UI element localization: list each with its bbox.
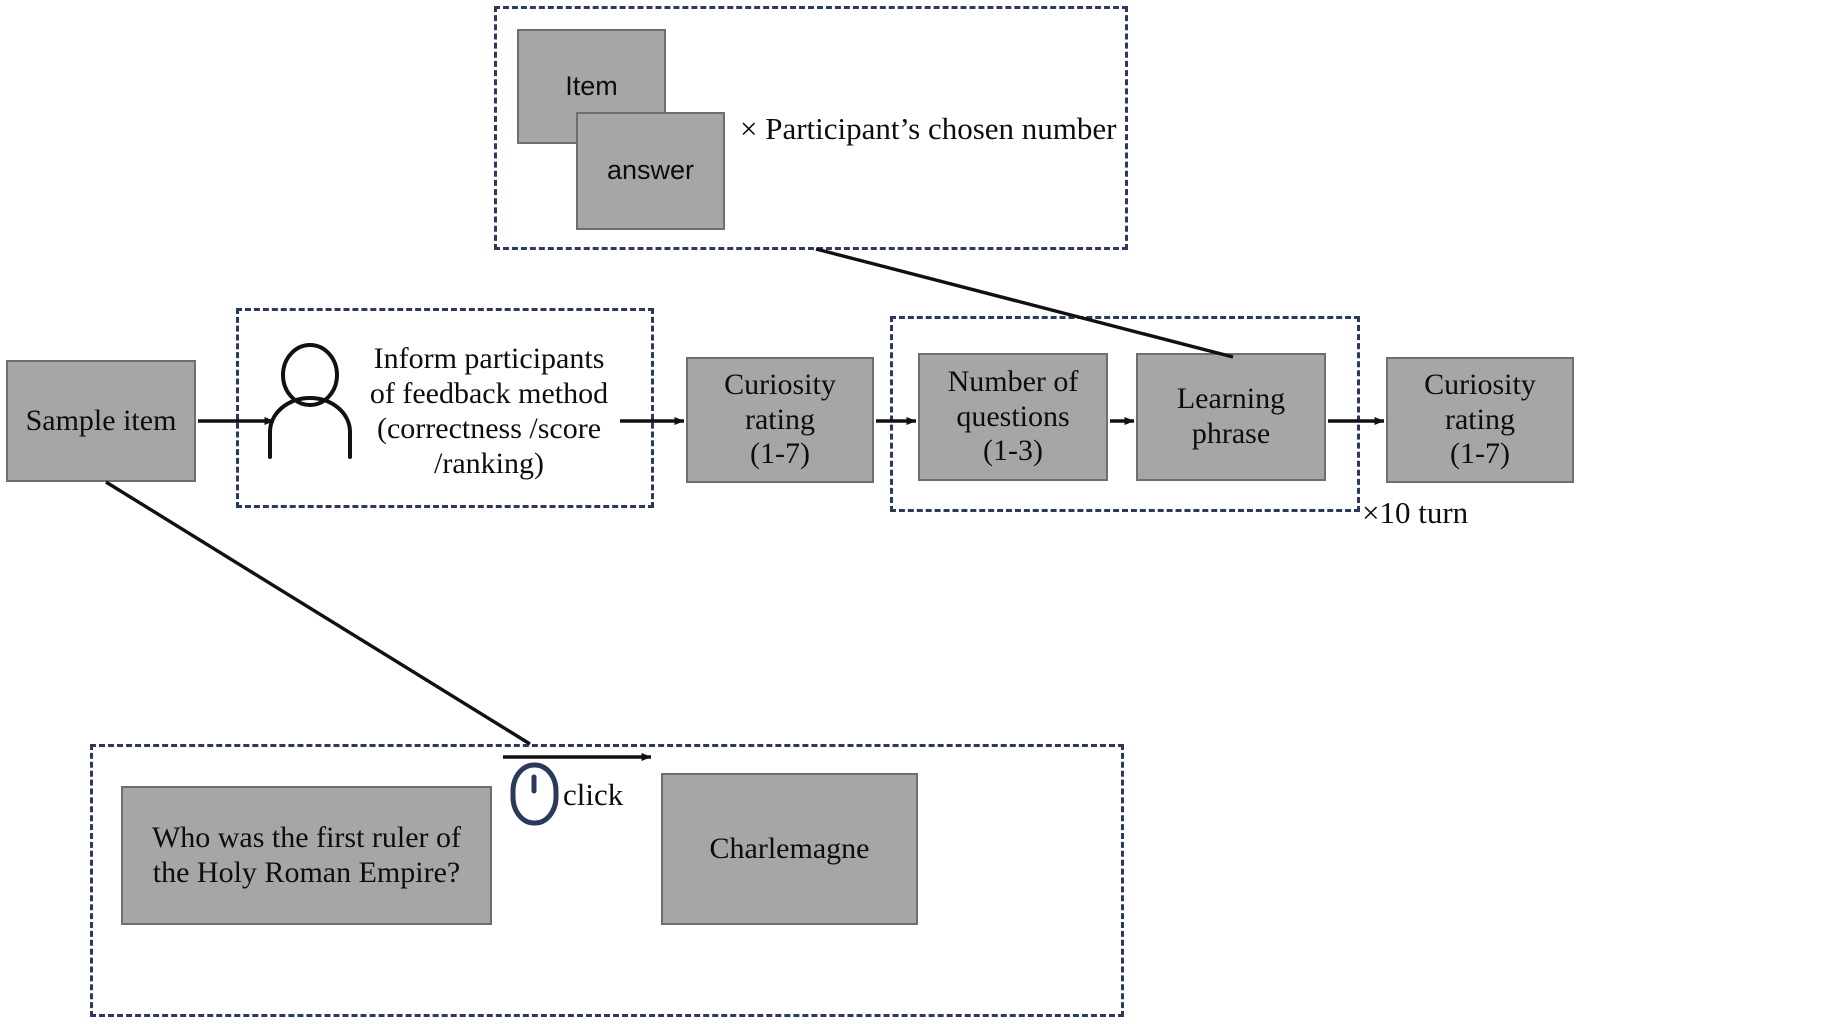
answer-result-label: Charlemagne xyxy=(709,831,870,865)
answer-result-box: Charlemagne xyxy=(661,773,918,925)
inform-feedback-text: Inform participants of feedback method (… xyxy=(369,342,609,480)
callout-sample-item-to-bottom-panel xyxy=(105,480,531,746)
number-of-questions-box: Number of questions (1-3) xyxy=(918,353,1108,481)
learning-phrase-box: Learning phrase xyxy=(1136,353,1326,481)
participant-multiplier-label: × Participant’s chosen number xyxy=(740,111,1117,147)
curiosity-rating-2-box: Curiosity rating (1-7) xyxy=(1386,357,1574,483)
curiosity-rating-1-box: Curiosity rating (1-7) xyxy=(686,357,874,483)
question-box: Who was the first ruler of the Holy Roma… xyxy=(121,786,492,925)
answer-box: answer xyxy=(576,112,725,230)
sample-item-label: Sample item xyxy=(25,403,177,437)
answer-box-label: answer xyxy=(606,155,695,186)
loop-turn-label: ×10 turn xyxy=(1362,495,1469,531)
click-label: click xyxy=(563,777,624,813)
sample-item-box: Sample item xyxy=(6,360,196,482)
top-panel-dashed-border xyxy=(494,6,1128,250)
item-box-label: Item xyxy=(565,70,618,101)
bottom-panel-dashed-border xyxy=(90,744,1124,1017)
